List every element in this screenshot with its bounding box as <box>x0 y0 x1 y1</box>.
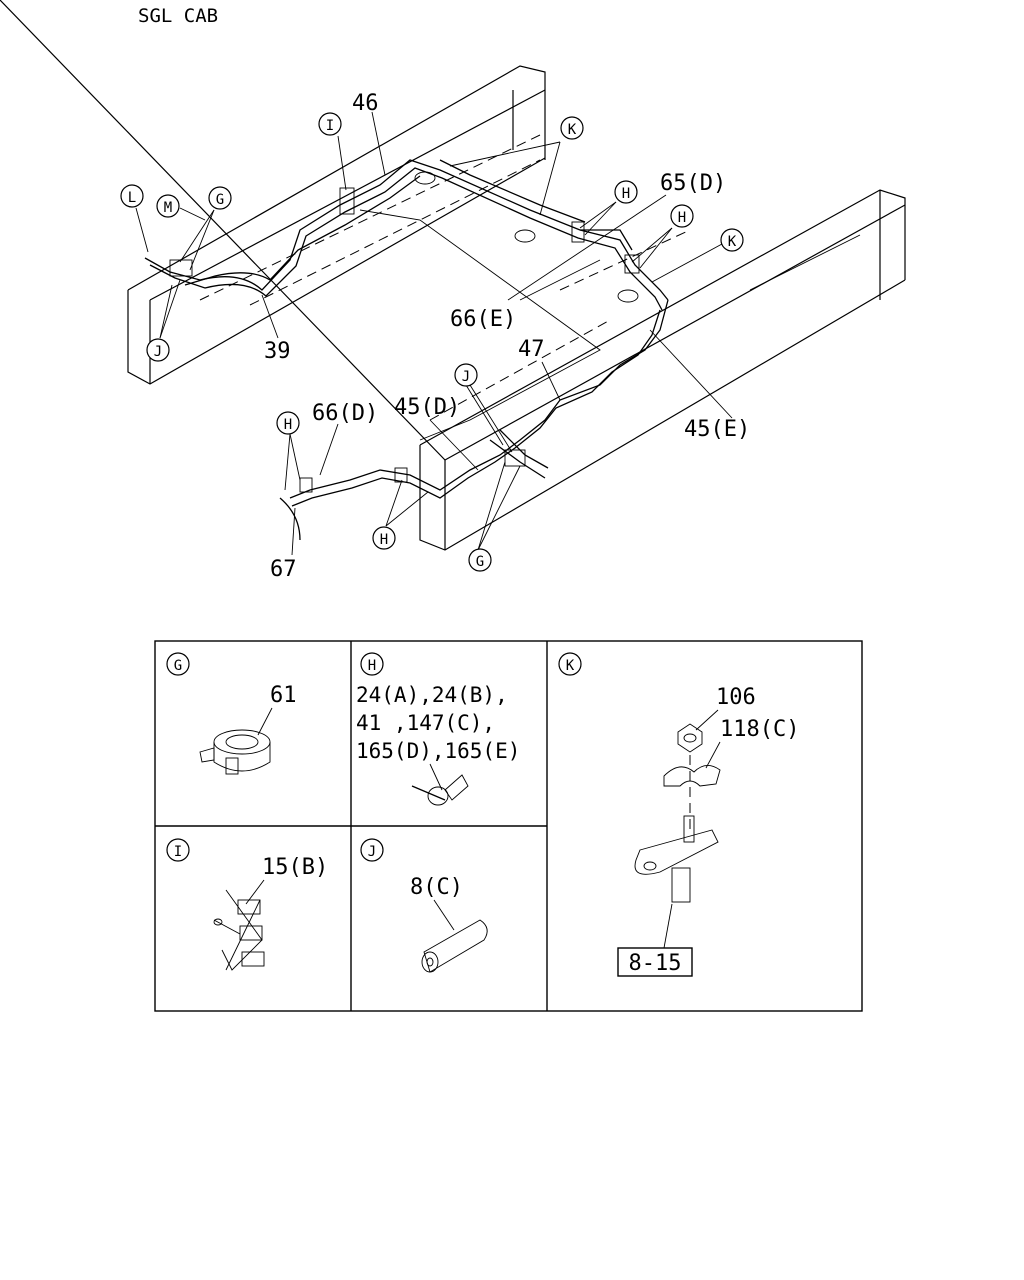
callout-h-top1: H <box>614 180 638 204</box>
detail-k: K 106 118(C) 8-15 <box>558 652 799 977</box>
svg-text:J: J <box>368 844 376 860</box>
part-label-66e: 66(E) <box>450 307 516 332</box>
callout-j-mid: J <box>454 363 478 387</box>
svg-text:H: H <box>380 532 388 548</box>
callout-i-top: I <box>318 112 342 136</box>
part-label-47: 47 <box>518 337 545 362</box>
detail-table <box>154 640 863 1012</box>
svg-text:K: K <box>568 122 577 138</box>
callout-l: L <box>120 184 144 208</box>
svg-text:G: G <box>174 658 182 674</box>
part-label-46: 46 <box>352 91 379 116</box>
clamp-fittings <box>169 171 640 493</box>
detail-i-part: 15(B) <box>262 855 328 880</box>
callout-h-bottom: H <box>372 526 396 550</box>
leader-lines <box>135 111 733 556</box>
svg-text:H: H <box>622 186 630 202</box>
svg-text:I: I <box>174 844 182 860</box>
lower-frame-rail <box>0 0 906 551</box>
cross-member <box>359 209 601 441</box>
sleeve-8c-drawing <box>421 919 488 973</box>
detail-h-line1: 24(A),24(B), <box>356 683 508 707</box>
clip-h-drawing <box>411 774 469 806</box>
callout-h-top2: H <box>670 204 694 228</box>
svg-text:G: G <box>216 192 224 208</box>
bracket-k-drawing <box>634 723 721 949</box>
clip-15b-drawing <box>213 889 265 971</box>
svg-text:K: K <box>728 234 737 250</box>
detail-k-part2: 118(C) <box>720 717 799 742</box>
svg-text:J: J <box>462 369 470 385</box>
svg-text:M: M <box>164 200 172 216</box>
detail-g-part: 61 <box>270 683 297 708</box>
part-label-67: 67 <box>270 557 297 582</box>
callout-h-left: H <box>276 411 300 435</box>
page-title: SGL CAB <box>138 5 218 27</box>
detail-k-ref: 8-15 <box>629 951 682 976</box>
svg-text:G: G <box>476 554 484 570</box>
part-label-45d: 45(D) <box>394 395 460 420</box>
callout-k-top: K <box>560 116 584 140</box>
svg-text:H: H <box>284 417 292 433</box>
svg-text:K: K <box>566 658 575 674</box>
detail-k-part1: 106 <box>716 685 756 710</box>
callout-g-top: G <box>208 186 232 210</box>
part-label-66d: 66(D) <box>312 401 378 426</box>
detail-j: J 8(C) <box>360 838 488 973</box>
detail-h-line2: 41 ,147(C), <box>356 711 495 735</box>
upper-frame-rail <box>127 65 546 385</box>
part-label-39: 39 <box>264 339 291 364</box>
clip-61-drawing <box>199 729 271 775</box>
detail-g: G 61 <box>166 652 297 775</box>
part-label-65d: 65(D) <box>660 171 726 196</box>
callout-g-bottom: G <box>468 548 492 572</box>
svg-text:L: L <box>128 190 136 206</box>
svg-text:J: J <box>154 344 162 360</box>
detail-h-line3: 165(D),165(E) <box>356 739 520 763</box>
callout-m: M <box>156 194 180 218</box>
svg-text:H: H <box>368 658 376 674</box>
callout-j-left: J <box>146 338 170 362</box>
svg-text:H: H <box>678 210 686 226</box>
detail-i: I 15(B) <box>166 838 328 971</box>
part-label-45e: 45(E) <box>684 417 750 442</box>
callout-k-right: K <box>720 228 744 252</box>
detail-j-part: 8(C) <box>410 875 463 900</box>
detail-h: H 24(A),24(B), 41 ,147(C), 165(D),165(E) <box>356 652 520 806</box>
svg-text:I: I <box>326 118 334 134</box>
